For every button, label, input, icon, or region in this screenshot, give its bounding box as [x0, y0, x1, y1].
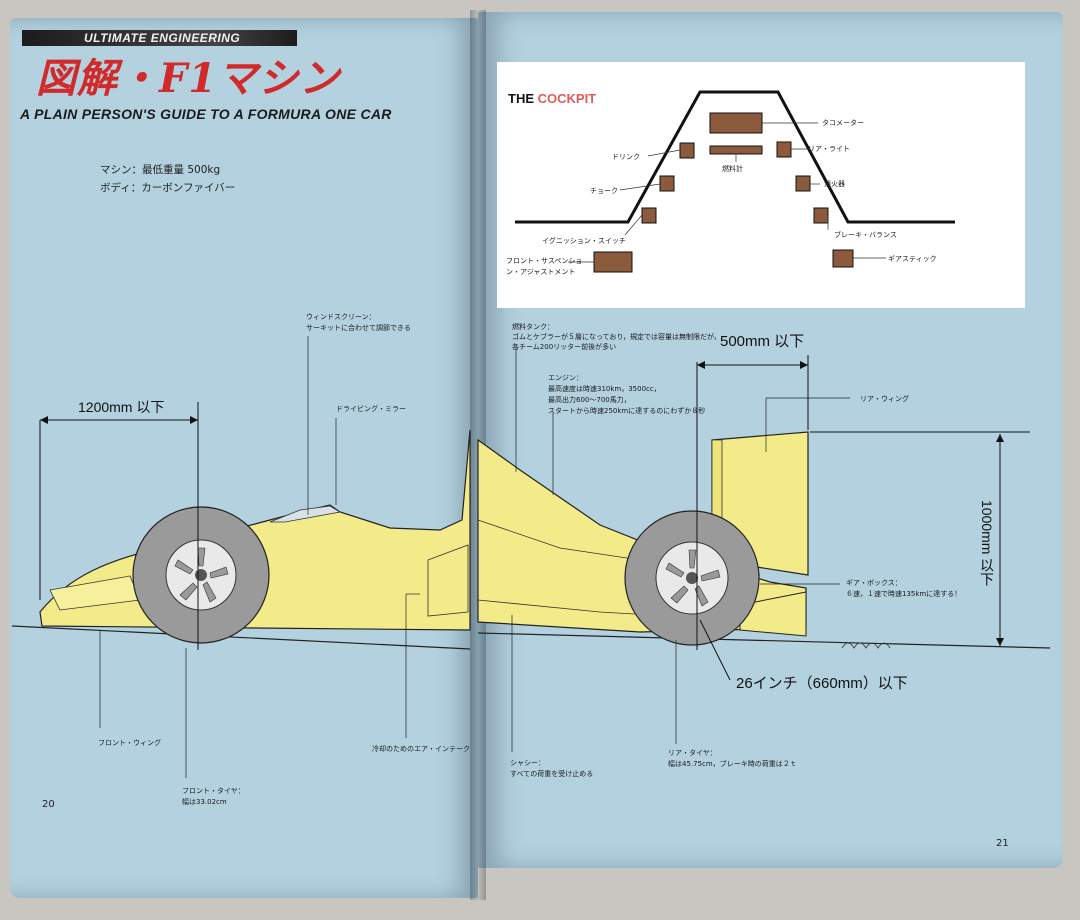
- annotation-gearbox-2: ６速，１速で時速135kmに達する！: [846, 590, 962, 598]
- annotation-chassis-1: シャシー：: [510, 759, 545, 767]
- page-number-left: 20: [42, 799, 55, 810]
- title-banner: [22, 30, 297, 46]
- label-choke: チョーク: [590, 187, 618, 195]
- cockpit-title-b: COCKPIT: [537, 91, 597, 106]
- annotation-fuel-1: 燃料タンク：: [512, 323, 554, 331]
- dimension-wheel: 26インチ（660mm）以下: [736, 675, 908, 692]
- banner-text: ULTIMATE ENGINEERING: [84, 31, 241, 45]
- annotation-windscreen-2: サーキットに合わせて調節できる: [306, 324, 411, 332]
- annotation-engine-4: スタートから時速250kmに達するのにわずか８秒: [548, 407, 706, 415]
- annotation-mirror: ドライビング・ミラー: [336, 405, 406, 413]
- dimension-front-overhang: 1200mm 以下: [78, 399, 165, 415]
- spec-body: ボディ：カーボンファイバー: [100, 182, 236, 194]
- cockpit-panel: [497, 62, 1025, 308]
- annotation-engine-2: 最高速度は時速310km，3500cc，: [548, 385, 661, 393]
- label-fuel-gauge: 燃料計: [722, 165, 743, 173]
- label-rear-light: リア・ライト: [808, 145, 850, 153]
- annotation-chassis-2: すべての荷重を受け止める: [510, 770, 594, 778]
- annotation-fuel-2: ゴムとケブラーが５層になっており，規定では容量は無制限だが，: [512, 333, 721, 341]
- dimension-rear-overhang: 500mm 以下: [720, 333, 805, 350]
- cockpit-title: THE COCKPIT: [508, 91, 596, 106]
- page-title: 図解・F1マシン: [36, 55, 341, 102]
- annotation-rear-tire-2: 幅は45.75cm，ブレーキ時の荷重は２ｔ: [668, 760, 797, 768]
- label-tachometer: タコメーター: [822, 119, 864, 127]
- spec-weight: マシン：最低重量 500kg: [100, 164, 221, 176]
- label-brake-balance: ブレーキ・バランス: [834, 231, 897, 239]
- label-extinguisher: 消火器: [824, 180, 845, 188]
- annotation-engine-1: エンジン：: [548, 374, 583, 382]
- annotation-gearbox-1: ギア・ボックス：: [846, 579, 902, 587]
- label-ignition: イグニッション・スイッチ: [542, 237, 626, 245]
- label-drink: ドリンク: [612, 153, 640, 161]
- left-page: [10, 18, 478, 898]
- annotation-fuel-3: 各チーム200リッター前後が多い: [512, 343, 617, 351]
- dimension-height: 1000mm 以下: [979, 500, 995, 587]
- annotation-rear-tire-1: リア・タイヤ：: [668, 749, 717, 757]
- cockpit-title-a: THE: [508, 91, 538, 106]
- annotation-front-tire-1: フロント・タイヤ：: [182, 787, 245, 795]
- page-subtitle: A PLAIN PERSON'S GUIDE TO A FORMURA ONE …: [20, 106, 392, 122]
- annotation-windscreen-1: ウィンドスクリーン：: [306, 313, 376, 321]
- label-gear-stick: ギアスティック: [888, 255, 937, 263]
- label-suspension-1: フロント・サスペンショ: [506, 257, 583, 265]
- annotation-rear-wing: リア・ウィング: [860, 395, 909, 403]
- annotation-air-intake: 冷却のためのエア・インテーク: [372, 745, 470, 753]
- annotation-front-wing: フロント・ウィング: [98, 739, 161, 747]
- page-number-right: 21: [996, 838, 1009, 849]
- annotation-engine-3: 最高出力600〜700馬力，: [548, 396, 631, 404]
- label-suspension-2: ン・アジャストメント: [506, 268, 576, 276]
- annotation-front-tire-2: 幅は33.02cm: [182, 798, 227, 806]
